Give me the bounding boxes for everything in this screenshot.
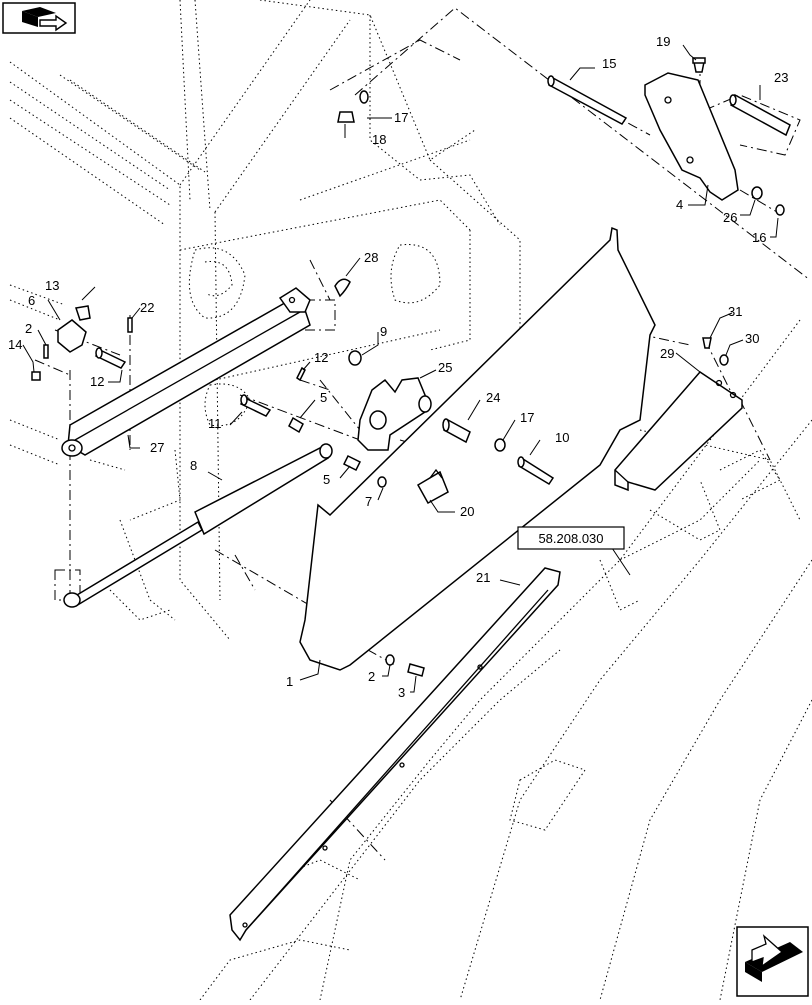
callout-8: 8	[190, 458, 197, 473]
callout-24: 24	[486, 390, 500, 405]
washer-part-2-bottom[interactable]	[385, 654, 395, 666]
callout-26: 26	[723, 210, 737, 225]
callout-28: 28	[364, 250, 378, 265]
bolt-part-19[interactable]	[692, 57, 706, 73]
callout-12-mid: 12	[314, 350, 328, 365]
roll-pin-part-22[interactable]	[127, 317, 133, 333]
nut-part-14[interactable]	[31, 371, 41, 381]
shield-bracket-part-29[interactable]	[614, 371, 743, 492]
callout-2-left: 2	[25, 321, 32, 336]
callout-22: 22	[140, 300, 154, 315]
side-panel-part-1[interactable]	[299, 226, 656, 671]
callout-21: 21	[476, 570, 490, 585]
machine-frame-outline	[9, 0, 812, 1001]
spring-clip-part-28[interactable]	[334, 278, 351, 298]
pivot-bracket-part-25[interactable]	[357, 377, 432, 451]
callout-11: 11	[208, 416, 222, 431]
washer-part-26[interactable]	[751, 186, 763, 200]
callout-5-upper: 5	[320, 390, 327, 405]
callout-19: 19	[656, 34, 670, 49]
callout-15: 15	[602, 56, 616, 71]
next-page-arrow-icon[interactable]	[736, 926, 809, 997]
callout-6: 6	[28, 293, 35, 308]
callout-4: 4	[676, 197, 683, 212]
callout-25: 25	[438, 360, 452, 375]
callout-10c: 10	[555, 430, 569, 445]
callout-12-left: 12	[90, 374, 104, 389]
book-arrow-icon[interactable]	[2, 2, 76, 34]
roll-pin-part-12-mid[interactable]	[296, 366, 306, 382]
callout-14: 14	[8, 337, 22, 352]
reference-link-58-208-030[interactable]: 58.208.030	[517, 526, 625, 550]
top-panel-hatch	[59, 0, 211, 211]
roll-pin-part-2-left[interactable]	[43, 344, 49, 359]
clip-part-20[interactable]	[416, 468, 449, 505]
washer-part-17-mid[interactable]	[494, 438, 506, 452]
arm-part-27[interactable]	[61, 287, 311, 457]
callout-3: 3	[398, 685, 405, 700]
gas-strut-part-8[interactable]	[63, 443, 333, 608]
pin-part-15[interactable]	[547, 75, 628, 125]
callout-31: 31	[728, 304, 742, 319]
callout-7: 7	[365, 494, 372, 509]
callout-1: 1	[286, 674, 293, 689]
callout-labels: 15 19 23 17 18 4 26 16 28 13 6 22 12 9 2…	[8, 34, 788, 700]
bushing-part-5-upper[interactable]	[288, 416, 304, 434]
rail-part-21[interactable]	[229, 567, 561, 942]
pin-part-10[interactable]	[517, 456, 555, 486]
callout-29: 29	[660, 346, 674, 361]
washer-part-30[interactable]	[719, 354, 729, 366]
bushing-part-24[interactable]	[442, 418, 471, 444]
callout-13: 13	[45, 278, 59, 293]
callout-20: 20	[460, 504, 474, 519]
callout-2-bottom: 2	[368, 669, 375, 684]
washer-part-17-top[interactable]	[359, 90, 369, 104]
bushing-part-5-lower[interactable]	[342, 454, 362, 472]
callout-17-top: 17	[394, 110, 408, 125]
pin-part-12-left[interactable]	[94, 347, 127, 369]
callout-9b: 9	[380, 324, 387, 339]
bracket-part-6[interactable]	[57, 319, 87, 353]
bolt-part-31[interactable]	[702, 337, 712, 349]
bolt-part-3[interactable]	[407, 663, 425, 677]
callout-30: 30	[745, 331, 759, 346]
nut-part-16[interactable]	[775, 204, 785, 216]
bracket-part-4[interactable]	[644, 72, 739, 201]
callout-17-mid: 17	[520, 410, 534, 425]
callout-23: 23	[774, 70, 788, 85]
bolt-part-13[interactable]	[75, 305, 91, 321]
nut-part-18[interactable]	[337, 111, 355, 123]
washer-part-7[interactable]	[377, 476, 387, 488]
reference-label: 58.208.030	[538, 531, 603, 546]
callout-18: 18	[372, 132, 386, 147]
callout-5-lower: 5	[323, 472, 330, 487]
callout-16: 16	[752, 230, 766, 245]
callout-27: 27	[150, 440, 164, 455]
sleeve-part-23[interactable]	[729, 93, 791, 137]
washer-part-9[interactable]	[348, 350, 362, 366]
pin-part-11[interactable]	[239, 394, 272, 417]
